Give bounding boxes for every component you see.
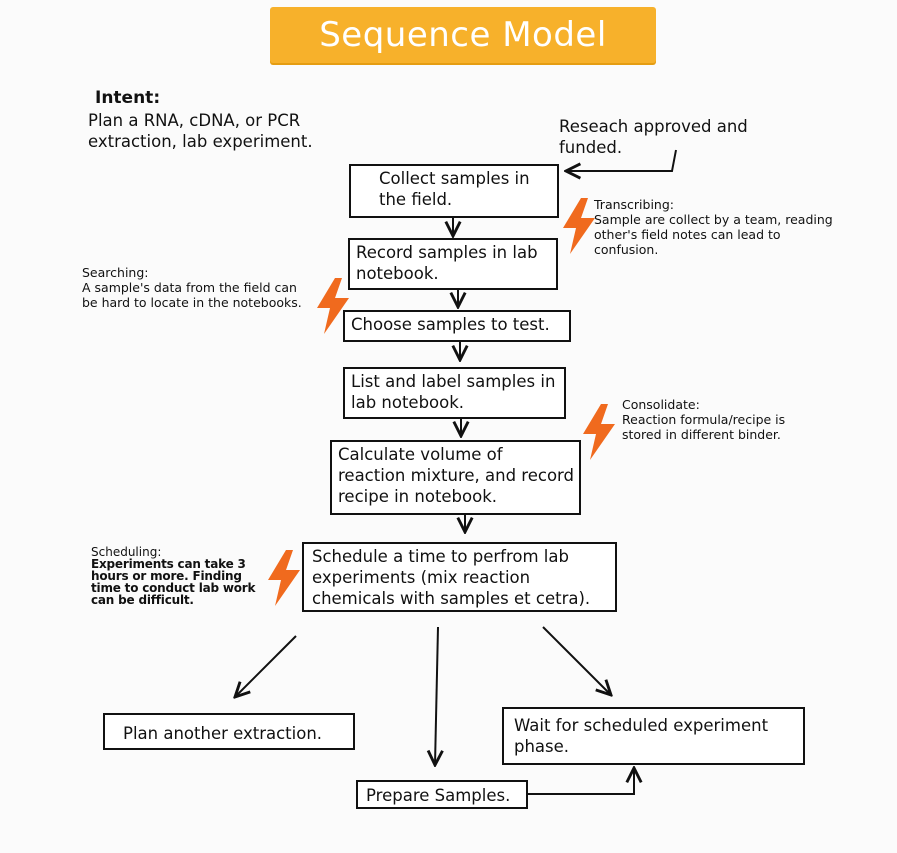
intent-heading: Intent:: [95, 88, 161, 108]
lightning-bolt-icon: [317, 278, 349, 334]
arrow-to-wait: [542, 626, 611, 695]
step-calculate-volume: Calculate volume of reaction mixture, an…: [330, 440, 581, 515]
step-text: Calculate volume of reaction mixture, an…: [338, 445, 575, 506]
arrow-prepare-to-wait: [528, 768, 634, 795]
lightning-bolt-icon: [563, 198, 595, 254]
breakdown-title: Consolidate:: [622, 397, 700, 412]
arrow-to-plan: [235, 635, 297, 697]
step-text: List and label samples in lab notebook.: [351, 372, 556, 412]
breakdown-consolidate: Consolidate: Reaction formula/recipe is …: [622, 397, 822, 442]
step-prepare-samples: Prepare Samples.: [356, 780, 528, 809]
start-arrow: [566, 149, 677, 171]
breakdown-text: Sample are collect by a team, reading ot…: [594, 212, 833, 257]
breakdown-text: Experiments can take 3 hours or more. Fi…: [91, 557, 256, 607]
breakdown-transcribing: Transcribing: Sample are collect by a te…: [594, 197, 834, 257]
step-collect-samples: Collect samples in the field.: [349, 164, 559, 218]
step-choose-samples: Choose samples to test.: [343, 310, 571, 342]
breakdown-scheduling: Scheduling: Experiments can take 3 hours…: [91, 546, 273, 606]
diagram-title: Sequence Model: [319, 15, 607, 55]
breakdown-text: Reaction formula/recipe is stored in dif…: [622, 412, 786, 442]
title-banner: Sequence Model: [270, 7, 656, 63]
step-record-samples: Record samples in lab notebook.: [348, 238, 558, 290]
step-text: Choose samples to test.: [351, 315, 550, 334]
step-text: Plan another extraction.: [123, 724, 323, 743]
breakdown-text: A sample's data from the field can be ha…: [82, 280, 302, 310]
breakdown-title: Searching:: [82, 265, 149, 280]
step-text: Prepare Samples.: [366, 786, 511, 805]
step-text: Record samples in lab notebook.: [356, 243, 538, 283]
step-wait-scheduled-phase: Wait for scheduled experiment phase.: [502, 707, 805, 765]
step-text: Schedule a time to perfrom lab experimen…: [312, 547, 591, 608]
step-text: Collect samples in the field.: [379, 169, 530, 209]
step-list-label-samples: List and label samples in lab notebook.: [343, 367, 566, 419]
breakdown-title: Scheduling:: [91, 545, 162, 559]
step-text: Wait for scheduled experiment phase.: [514, 716, 769, 756]
lightning-bolt-icon: [583, 404, 615, 460]
lightning-bolt-icon: [268, 550, 300, 606]
arrow-to-prepare: [435, 626, 438, 765]
intent-text: Plan a RNA, cDNA, or PCR extraction, lab…: [88, 111, 313, 151]
step-schedule-time: Schedule a time to perfrom lab experimen…: [302, 542, 617, 612]
breakdown-title: Transcribing:: [594, 197, 674, 212]
start-note: Reseach approved and funded.: [559, 117, 748, 157]
breakdown-searching: Searching: A sample's data from the fiel…: [82, 265, 312, 310]
step-plan-another-extraction: Plan another extraction.: [103, 713, 355, 750]
